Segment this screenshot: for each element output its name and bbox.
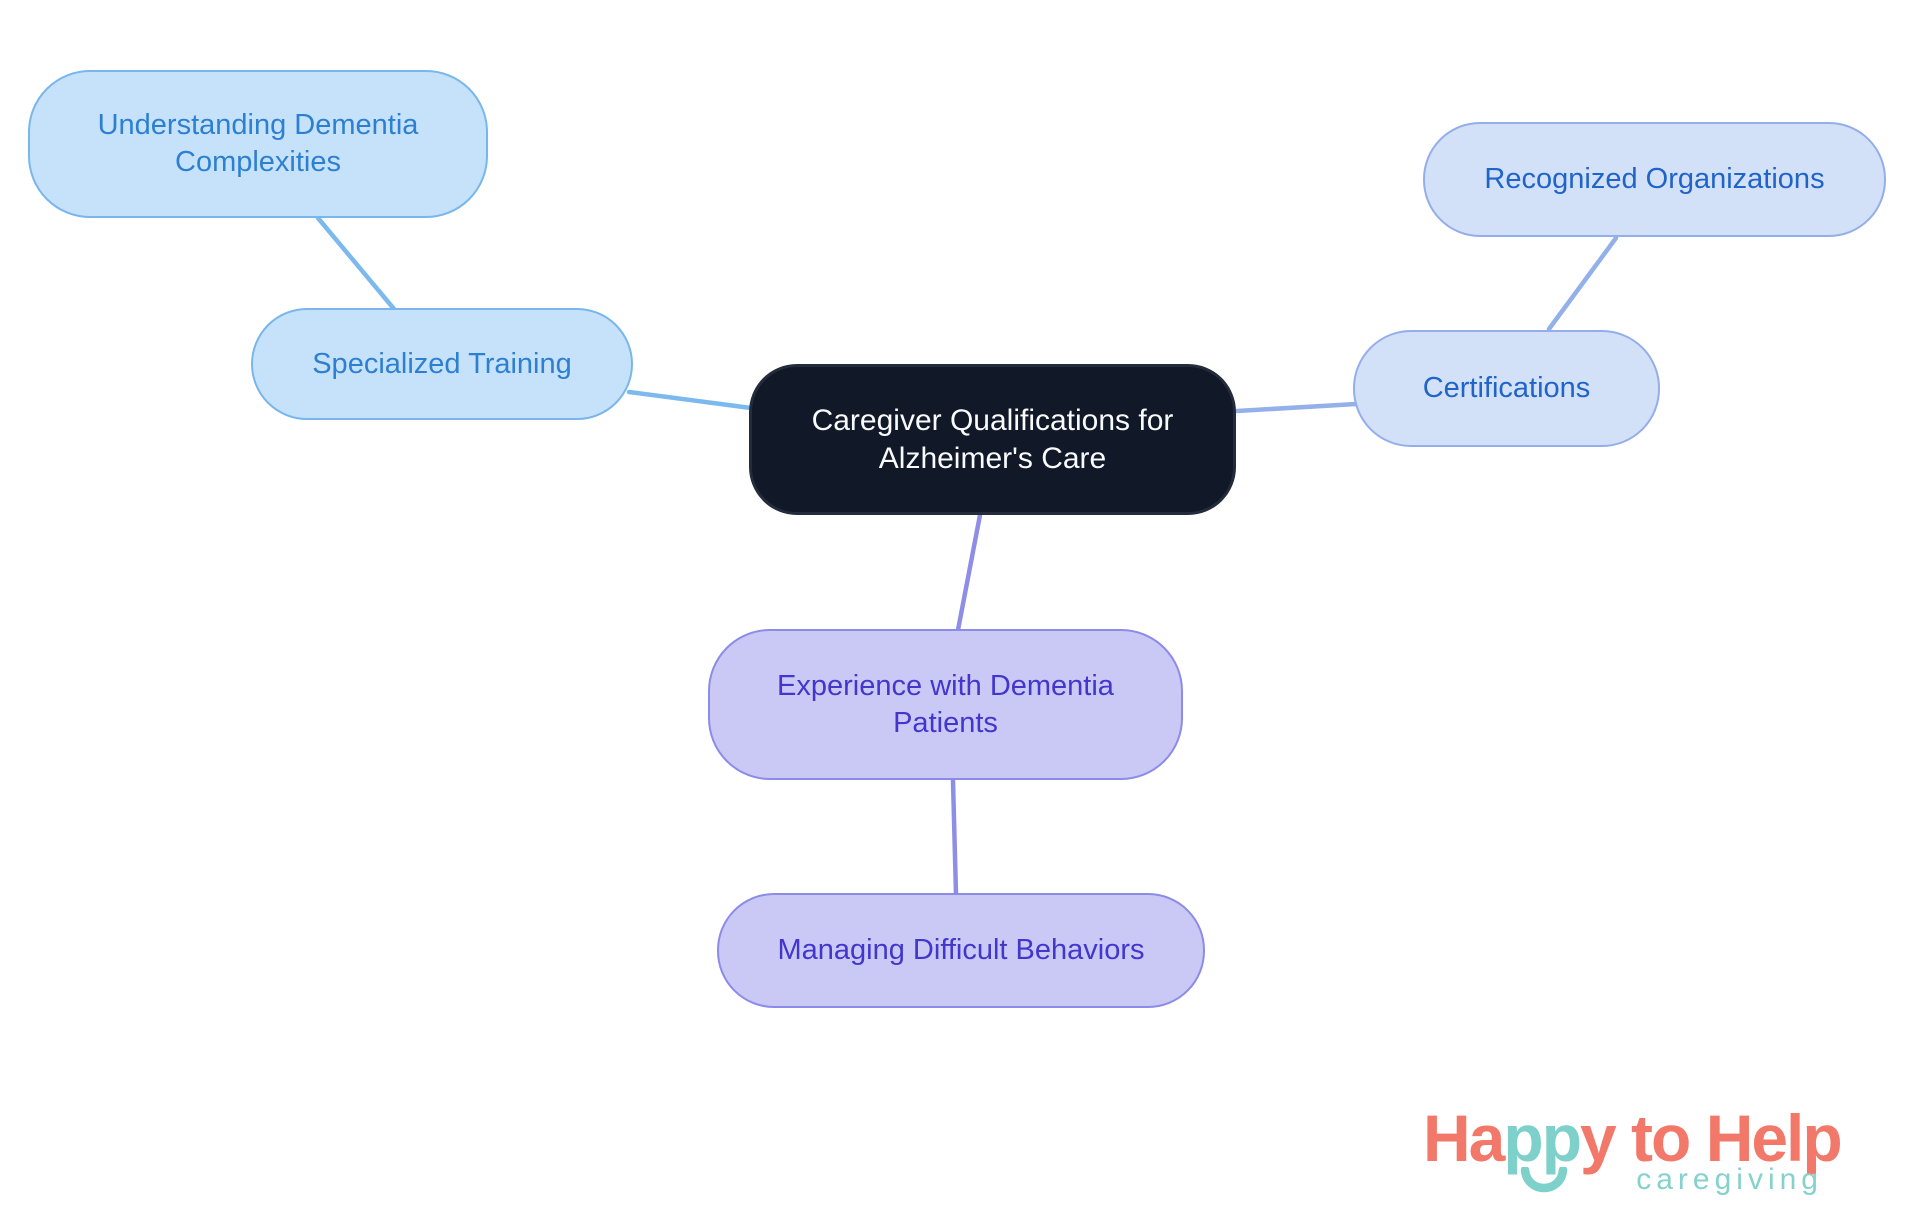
node-caregiver-qualifications-root[interactable]: Caregiver Qualifications for Alzheimer's… (749, 364, 1236, 515)
node-label: Caregiver Qualifications for Alzheimer's… (811, 403, 1174, 475)
node-label: Specialized Training (312, 347, 572, 380)
edge-certifications-to-recognized (1546, 235, 1619, 332)
edge-root-to-experience (955, 512, 983, 633)
logo-word-end: y to Help (1580, 1101, 1843, 1175)
node-recognized-organizations[interactable]: Recognized Organizations (1423, 122, 1886, 237)
node-label: Certifications (1422, 372, 1591, 404)
node-label: Understanding Dementia Complexities (97, 109, 419, 178)
node-specialized-training[interactable]: Specialized Training (251, 308, 633, 420)
edge-experience-to-managing (950, 778, 959, 897)
node-label: Managing Difficult Behaviors (777, 934, 1145, 966)
logo-word-pp: pp (1503, 1101, 1582, 1175)
node-certifications[interactable]: Certifications (1353, 330, 1660, 447)
logo-word-start: Ha (1423, 1101, 1505, 1175)
smile-icon (1520, 1167, 1568, 1193)
edge-understanding-to-specialized (315, 215, 397, 312)
node-label: Recognized Organizations (1484, 163, 1825, 195)
node-managing-difficult-behaviors[interactable]: Managing Difficult Behaviors (717, 893, 1205, 1008)
edge-specialized-to-root (626, 389, 754, 411)
edge-root-to-certifications (1234, 401, 1359, 414)
node-label: Experience with Dementia Patients (777, 669, 1114, 739)
logo-wordmark: Happy to Help (1423, 1105, 1843, 1171)
logo-tagline: caregiving (1636, 1163, 1823, 1196)
node-understanding-dementia-complexities[interactable]: Understanding Dementia Complexities (28, 70, 488, 218)
node-experience-with-dementia-patients[interactable]: Experience with Dementia Patients (708, 629, 1183, 780)
happy-to-help-logo: Happy to Help caregiving (1410, 1095, 1890, 1210)
